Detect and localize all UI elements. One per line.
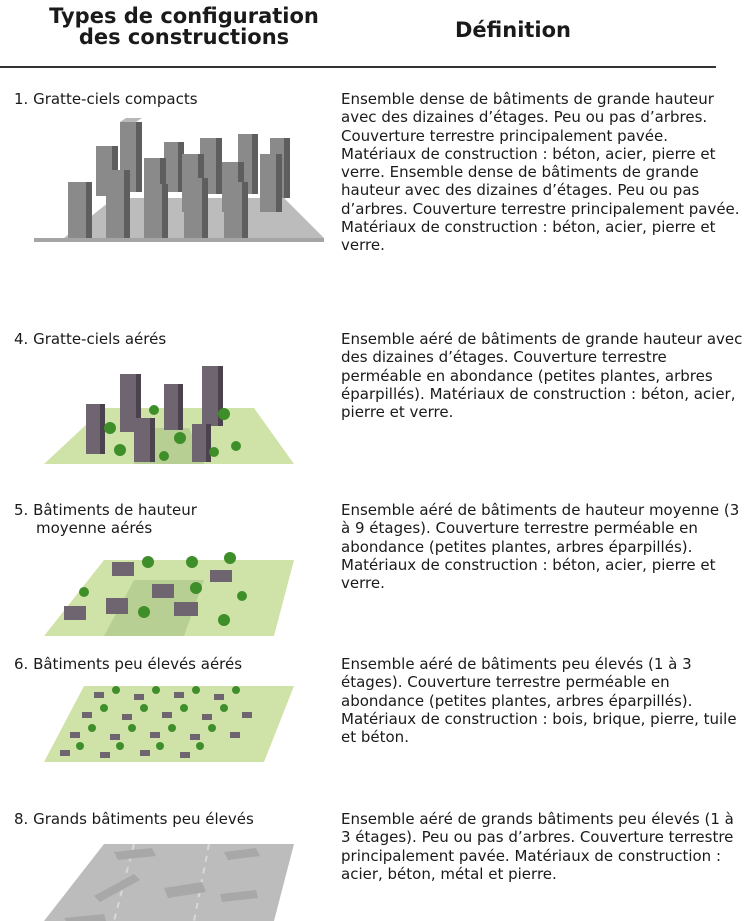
- header-divider: [0, 66, 716, 68]
- row-definition: Ensemble aéré de grands bâtiments peu él…: [341, 810, 734, 883]
- row-title: 6. Bâtiments peu élevés aérés: [14, 655, 243, 673]
- open-highrise-illustration: [24, 348, 324, 468]
- row-title: 4. Gratte-ciels aérés: [14, 330, 167, 348]
- row-definition: Ensemble aéré de bâtiments de hauteur mo…: [341, 501, 740, 593]
- open-lowrise-illustration: [24, 676, 324, 766]
- row-definition: Ensemble aéré de bâtiments peu élevés (1…: [341, 655, 737, 747]
- open-midrise-illustration: [24, 540, 324, 640]
- row-title: 1. Gratte-ciels compacts: [14, 90, 198, 108]
- compact-highrise-illustration: [24, 110, 324, 250]
- row-title: 8. Grands bâtiments peu élevés: [14, 810, 254, 828]
- row-definition: Ensemble aéré de bâtiments de grande hau…: [341, 330, 743, 422]
- row-title: 5. Bâtiments de hauteur moyenne aérés: [14, 501, 197, 537]
- large-lowrise-illustration: [24, 838, 324, 921]
- row-definition: Ensemble dense de bâtiments de grande ha…: [341, 90, 740, 255]
- table-header: Types de configuration des constructions…: [0, 0, 751, 66]
- column-header-types: Types de configuration des constructions: [49, 4, 319, 49]
- column-header-definition: Définition: [455, 18, 572, 42]
